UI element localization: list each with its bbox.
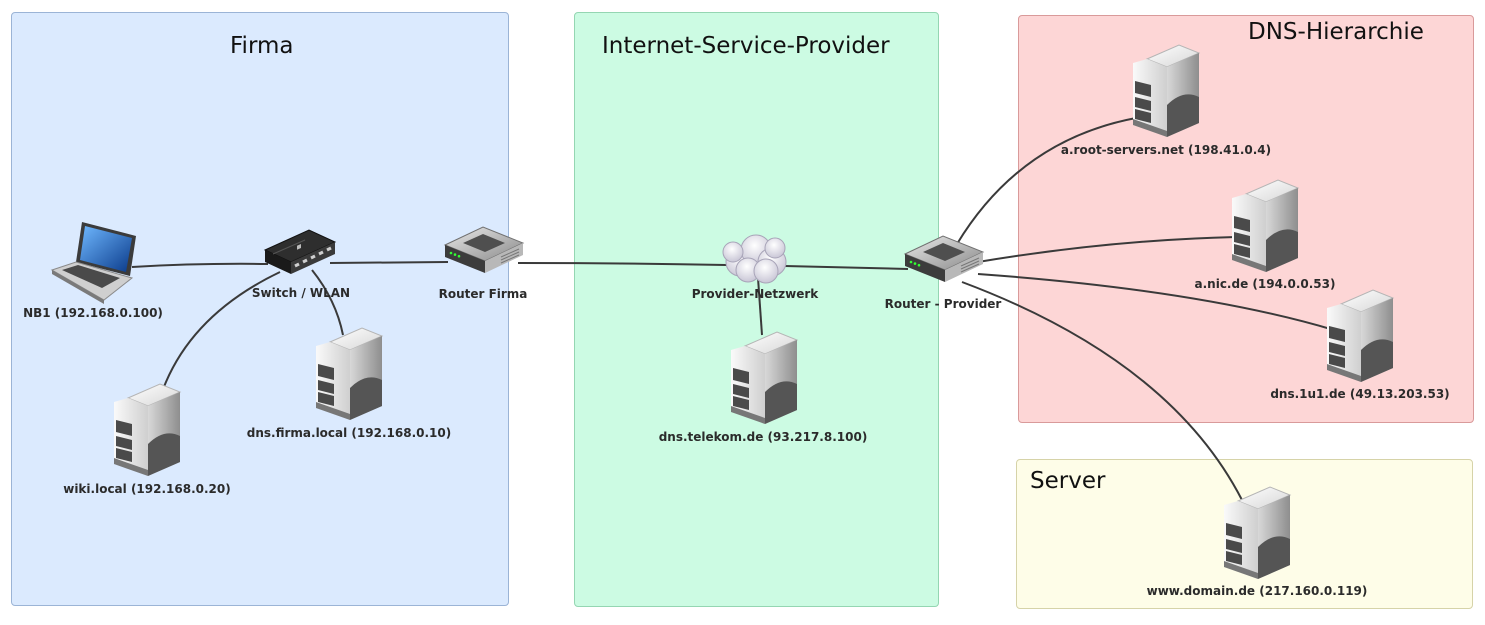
- label-dns-1u1: dns.1u1.de (49.13.203.53): [1270, 387, 1449, 401]
- zone-title-isp: Internet-Service-Provider: [602, 33, 890, 59]
- server-icon: [315, 327, 383, 421]
- cloud-icon: [722, 234, 787, 284]
- label-nic: a.nic.de (194.0.0.53): [1195, 277, 1336, 291]
- server-icon: [1132, 44, 1200, 138]
- server-icon: [1231, 179, 1299, 273]
- server-icon: [1326, 289, 1394, 383]
- label-root-servers: a.root-servers.net (198.41.0.4): [1061, 143, 1271, 157]
- link-router-root-servers: [956, 117, 1137, 245]
- label-router-provider: Router - Provider: [885, 297, 1002, 311]
- label-switch: Switch / WLAN: [252, 286, 350, 300]
- link-router-dns-1u1: [977, 273, 1335, 331]
- connections: [131, 117, 1335, 501]
- server-icon: [730, 331, 798, 425]
- label-wiki: wiki.local (192.168.0.20): [63, 482, 231, 496]
- link-switch-dns-firma: [311, 269, 344, 336]
- link-nb1-switch: [131, 262, 269, 268]
- link-router-firma-provider: [517, 262, 727, 266]
- zone-title-dns: DNS-Hierarchie: [1248, 19, 1424, 45]
- switch-icon: [263, 229, 337, 274]
- label-router-firma: Router Firma: [439, 287, 528, 301]
- server-icon: [113, 383, 181, 477]
- link-switch-wiki: [161, 271, 281, 393]
- server-icon: [1223, 486, 1291, 580]
- laptop-icon: [50, 222, 136, 304]
- zone-title-firma: Firma: [230, 33, 294, 59]
- zone-firma: Firma: [11, 12, 509, 606]
- router-icon: [444, 226, 524, 274]
- label-nb1: NB1 (192.168.0.100): [23, 306, 163, 320]
- link-provider-router-provider: [784, 265, 909, 270]
- label-www-domain: www.domain.de (217.160.0.119): [1147, 584, 1368, 598]
- link-switch-router-firma: [329, 261, 449, 264]
- label-provider-net: Provider-Netzwerk: [692, 287, 820, 301]
- zone-isp: Internet-Service-Provider: [574, 12, 939, 607]
- link-router-www-domain: [961, 281, 1243, 501]
- label-dns-telekom: dns.telekom.de (93.217.8.100): [659, 430, 868, 444]
- zone-title-server: Server: [1030, 468, 1106, 494]
- link-provider-dns-telekom: [757, 277, 763, 336]
- link-router-nic: [977, 236, 1237, 263]
- label-dns-firma: dns.firma.local (192.168.0.10): [247, 426, 451, 440]
- router-icon: [904, 235, 984, 283]
